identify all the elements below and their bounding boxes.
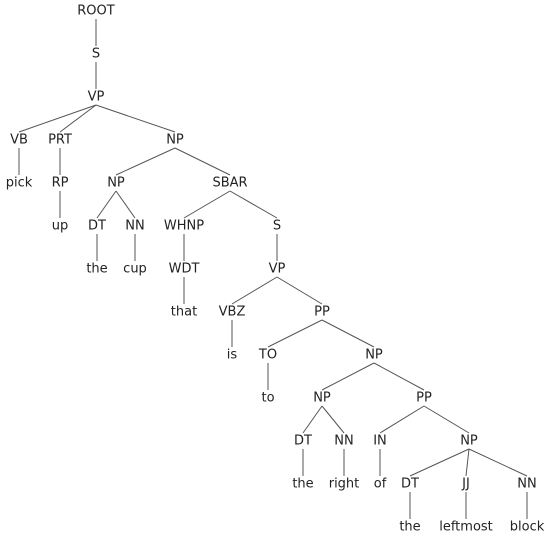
tree-node-label: PP: [416, 391, 432, 406]
tree-node-label: PP: [314, 305, 330, 320]
tree-node-label: DT: [294, 434, 312, 449]
tree-node-label: IN: [373, 434, 387, 449]
tree-node-label: NN: [517, 477, 536, 492]
tree-node-label: VP: [269, 262, 286, 277]
tree-node-label: of: [374, 477, 387, 492]
tree-edge: [18, 104, 97, 133]
tree-node-label: PRT: [48, 133, 72, 148]
tree-node-label: DT: [401, 477, 419, 492]
tree-node-label: is: [227, 348, 238, 363]
tree-node-label: block: [510, 520, 545, 535]
tree-edge: [423, 405, 470, 434]
tree-edge: [267, 319, 323, 348]
tree-node-label: the: [399, 520, 420, 535]
tree-edge: [59, 104, 97, 133]
tree-edge: [302, 405, 323, 434]
tree-edge: [373, 362, 425, 391]
tree-node-label: leftmost: [439, 520, 493, 535]
tree-edge: [231, 276, 278, 305]
tree-node-label: up: [52, 219, 69, 234]
tree-node-label: NP: [107, 176, 125, 191]
tree-edge: [96, 190, 117, 219]
tree-edge: [115, 147, 176, 176]
tree-node-label: to: [261, 391, 274, 406]
tree-edge: [183, 190, 231, 219]
tree-node-label: WDT: [169, 262, 200, 277]
tree-node-label: VP: [88, 90, 105, 105]
tree-edge: [465, 448, 470, 477]
tree-node-label: NP: [460, 434, 478, 449]
tree-node-label: NN: [334, 434, 353, 449]
tree-node-label: NP: [365, 348, 383, 363]
tree-node-label: NP: [313, 391, 331, 406]
tree-edge: [115, 190, 136, 219]
tree-edge: [276, 276, 323, 305]
edges-layer: [18, 19, 528, 519]
tree-edge: [174, 147, 231, 176]
tree-node-label: RP: [52, 176, 69, 191]
tree-edge: [229, 190, 278, 219]
tree-node-label: ROOT: [77, 4, 114, 19]
tree-node-label: VBZ: [219, 305, 246, 320]
tree-node-label: TO: [258, 348, 277, 363]
tree-node-label: WHNP: [164, 219, 204, 234]
tree-node-label: SBAR: [212, 176, 247, 191]
tree-node-label: VB: [10, 133, 28, 148]
tree-edge: [321, 319, 375, 348]
tree-node-label: DT: [88, 219, 106, 234]
tree-edge: [379, 405, 425, 434]
tree-node-label: the: [292, 477, 313, 492]
tree-node-label: right: [329, 477, 360, 492]
tree-node-label: pick: [6, 176, 33, 191]
tree-edge: [409, 448, 470, 477]
tree-edge: [321, 362, 375, 391]
tree-edge: [95, 104, 176, 133]
tree-node-label: NN: [125, 219, 144, 234]
tree-node-label: NP: [166, 133, 184, 148]
tree-node-label: S: [92, 47, 100, 62]
tree-node-label: S: [273, 219, 281, 234]
tree-edge: [468, 448, 528, 477]
tree-node-label: JJ: [461, 477, 470, 492]
tree-node-label: cup: [123, 262, 147, 277]
tree-edge: [321, 405, 345, 434]
tree-node-label: the: [86, 262, 107, 277]
tree-node-label: that: [171, 305, 197, 320]
